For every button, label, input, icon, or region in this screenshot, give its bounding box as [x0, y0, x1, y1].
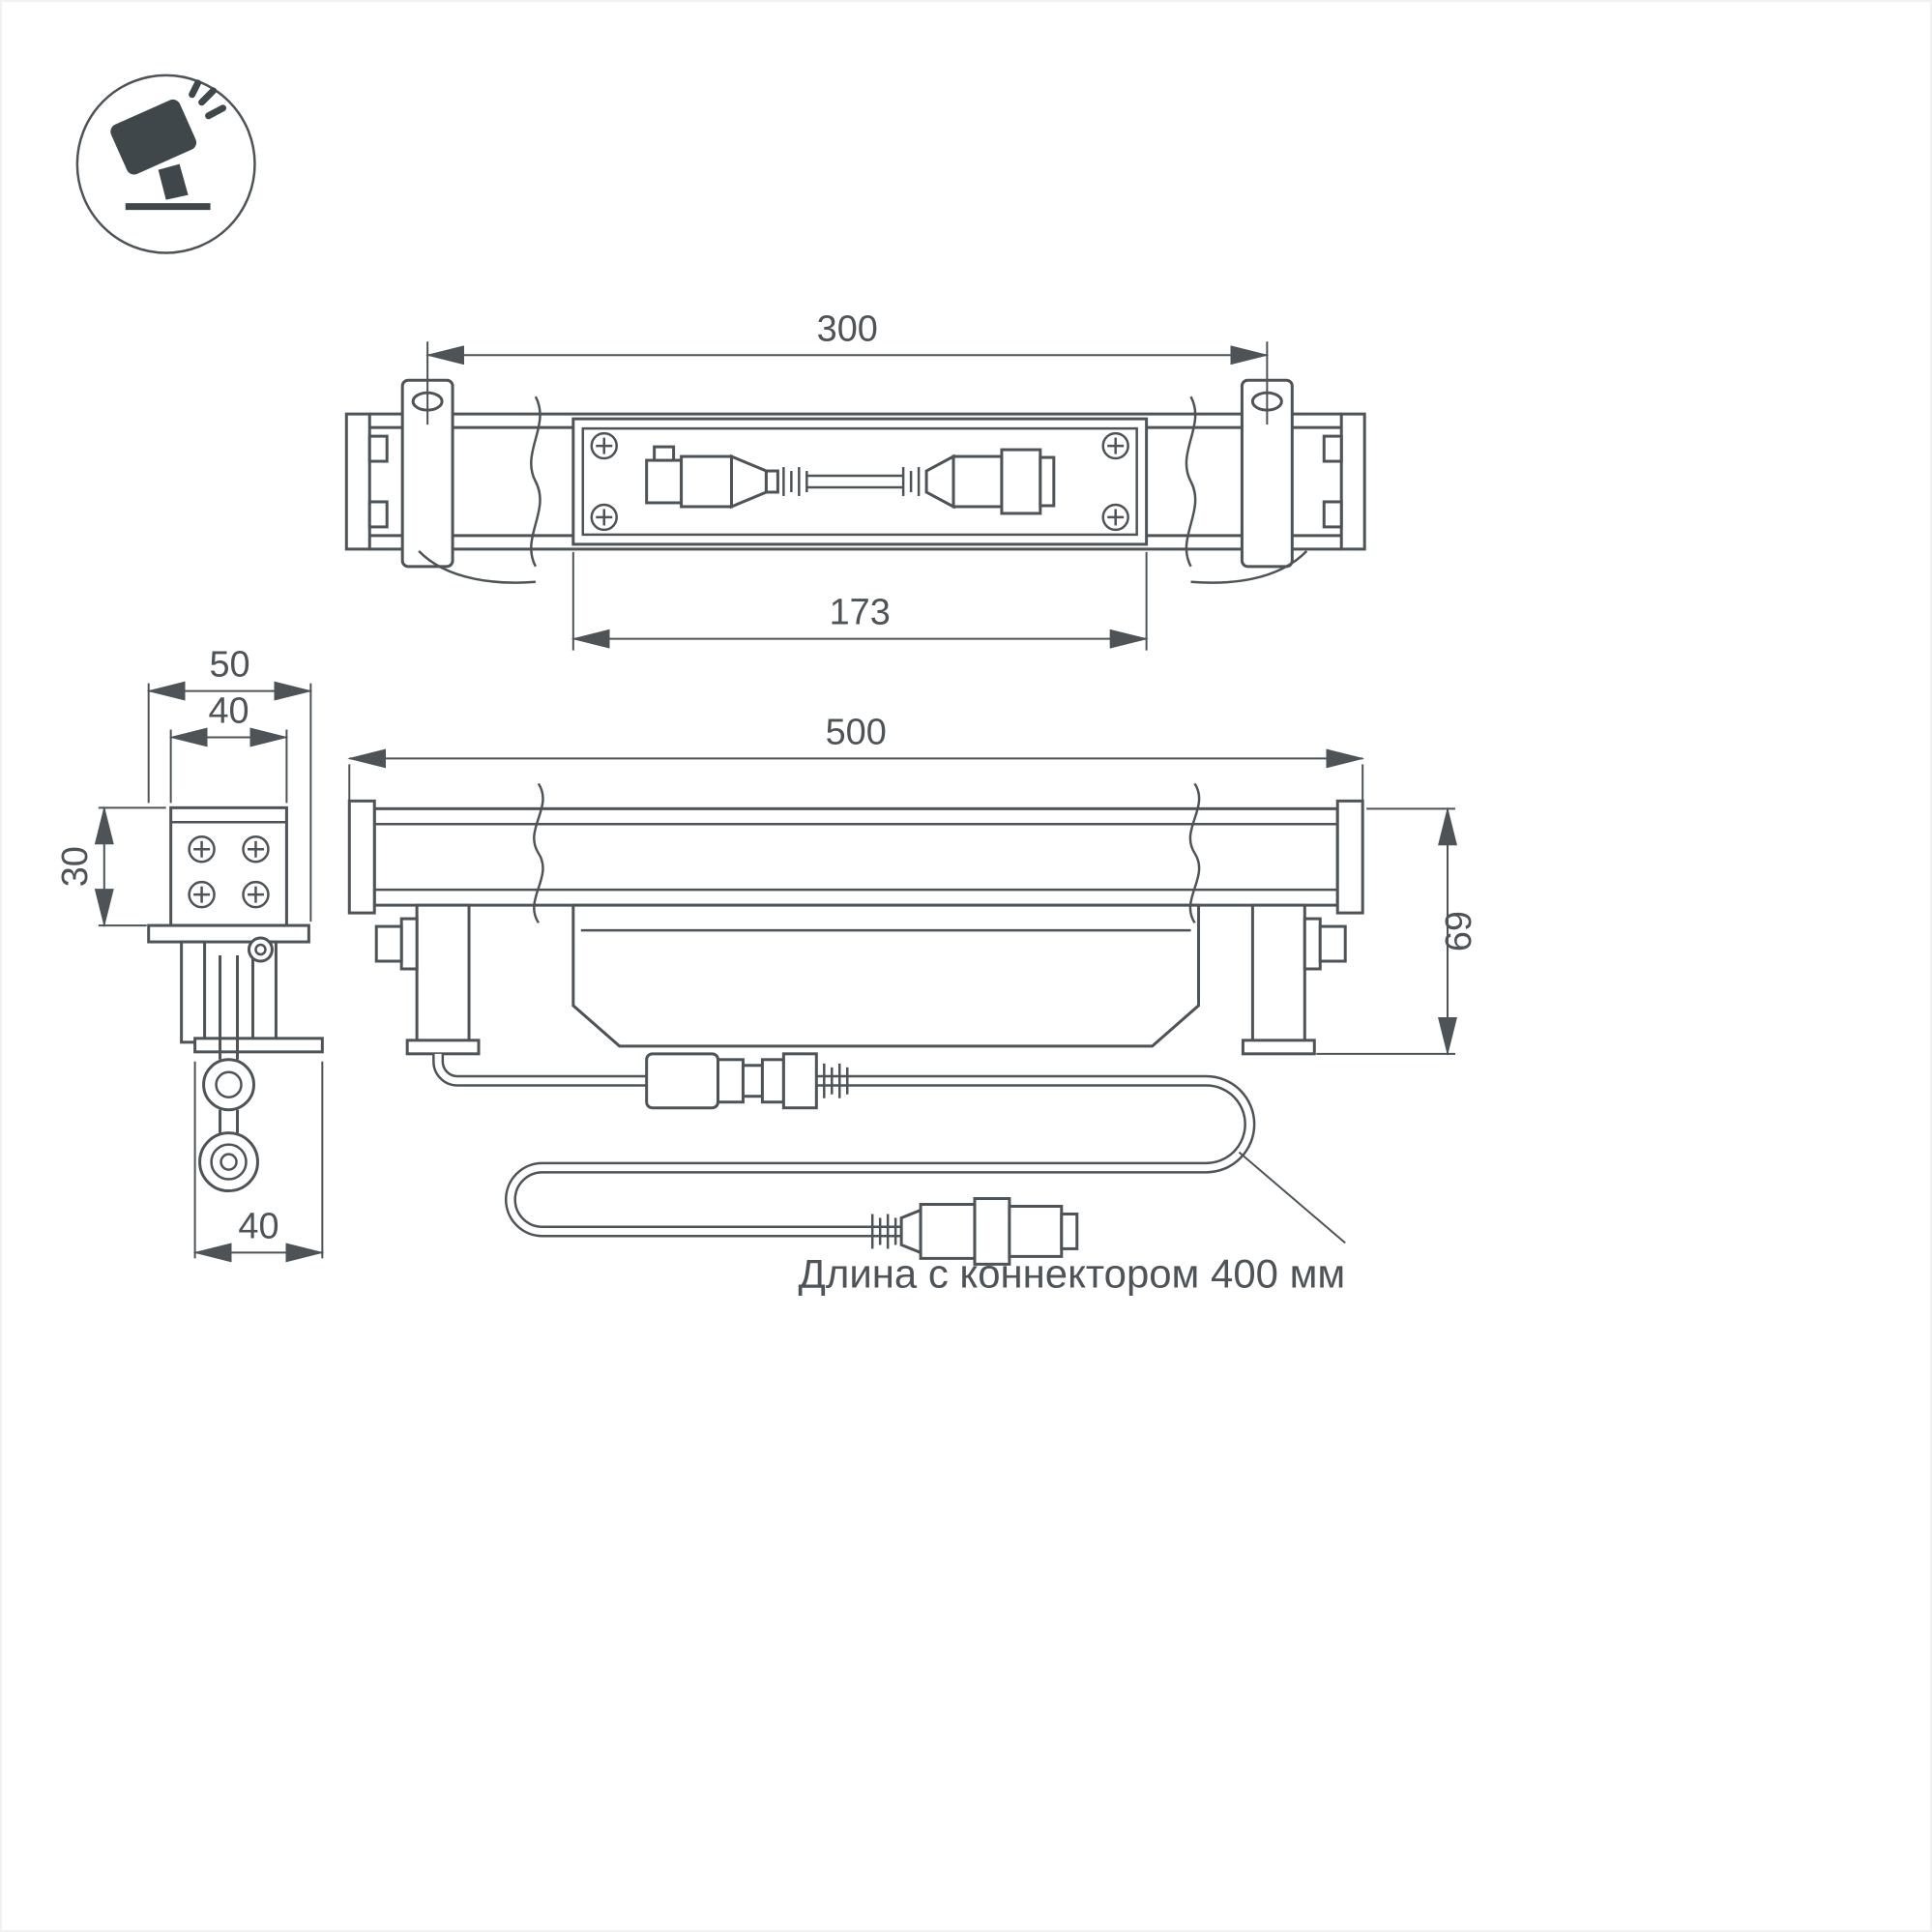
dim-50: 50	[146, 645, 313, 922]
dim-40-bottom: 40	[192, 1061, 325, 1263]
top-endcap-right	[1339, 412, 1366, 551]
break-line	[530, 395, 542, 569]
front-housing	[571, 903, 1201, 1048]
note-leader-line	[1238, 1151, 1346, 1244]
screw-icon	[590, 431, 618, 460]
light-rays-icon	[189, 79, 227, 120]
front-bar	[347, 799, 1364, 915]
screw-icon	[1101, 431, 1129, 460]
front-view: 500	[347, 712, 1479, 1296]
top-view: 300 173	[344, 308, 1366, 651]
dim-300: 300	[425, 308, 1270, 425]
dim-300-label: 300	[817, 308, 878, 349]
tail-connector	[870, 1197, 1079, 1266]
connector-pair	[645, 1052, 849, 1110]
screw-icon	[188, 880, 216, 909]
screw-icon	[188, 835, 216, 864]
top-endcap-left	[344, 412, 371, 551]
dim-69: 69	[1316, 806, 1479, 1056]
dim-173-label: 173	[830, 593, 891, 633]
top-cable-right	[1190, 549, 1308, 584]
floodlight-icon	[75, 73, 256, 254]
dim-500: 500	[347, 712, 1365, 802]
top-fasteners	[367, 434, 1343, 529]
front-cables	[432, 1053, 1256, 1238]
top-cable-connectors	[645, 445, 1056, 515]
dim-40-top-label: 40	[208, 691, 249, 732]
screw-icon	[242, 835, 270, 864]
dim-30-label: 30	[55, 846, 96, 887]
top-cable-left	[418, 549, 536, 584]
connector-length-note: Длина с коннектором 400 мм	[798, 1250, 1345, 1296]
side-cable-connector	[198, 955, 259, 1193]
dim-500-label: 500	[826, 712, 887, 752]
dim-40-bottom-label: 40	[238, 1206, 278, 1246]
dim-173: 173	[571, 551, 1149, 651]
dim-30: 30	[55, 805, 166, 928]
screw-icon	[242, 880, 270, 909]
dim-40-top: 40	[168, 691, 289, 804]
front-bracket-left	[374, 903, 481, 1056]
screw-icon	[590, 503, 618, 532]
side-view: 50 40	[55, 645, 325, 1263]
break-line	[1185, 395, 1197, 569]
dim-50-label: 50	[209, 645, 249, 686]
dim-69-label: 69	[1439, 911, 1479, 951]
side-bracket	[147, 923, 324, 1054]
side-body	[169, 805, 288, 927]
screw-icon	[1101, 503, 1129, 532]
front-bracket-right	[1241, 903, 1347, 1056]
